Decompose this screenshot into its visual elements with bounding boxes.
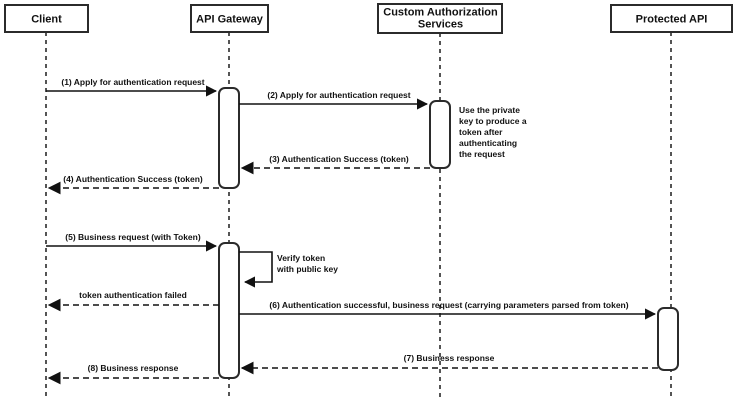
message-4-label: (4) Authentication Success (token) xyxy=(63,174,203,184)
note-private-key-line-1: Use the private xyxy=(459,105,520,115)
message-token-authentication-failed[interactable]: token authentication failed xyxy=(47,290,219,312)
activation-custom-authorization-services-1[interactable] xyxy=(429,100,451,169)
activations-group xyxy=(218,87,679,379)
participant-label-custom-authorization-services-line2: Services xyxy=(418,18,463,30)
participant-label-client: Client xyxy=(31,13,62,25)
participant-api-gateway[interactable]: API Gateway xyxy=(190,4,269,33)
note-private-key-line-3: token after xyxy=(459,127,503,137)
message-self-verify-token-label-line1: Verify token xyxy=(277,253,325,263)
note-private-key-line-5: the request xyxy=(459,149,505,159)
participant-box-custom-authorization-services[interactable] xyxy=(377,3,503,34)
message-1-label: (1) Apply for authentication request xyxy=(61,77,204,87)
message-8-business-response[interactable]: (8) Business response xyxy=(47,363,219,385)
message-2-apply-for-authentication-request[interactable]: (2) Apply for authentication request xyxy=(239,90,429,110)
message-token-authentication-failed-label: token authentication failed xyxy=(79,290,187,300)
message-self-verify-token-label-line2: with public key xyxy=(276,264,338,274)
activation-api-gateway-2[interactable] xyxy=(218,242,240,379)
note-private-key: Use the private key to produce a token a… xyxy=(459,105,527,159)
message-5-label: (5) Business request (with Token) xyxy=(65,232,201,242)
message-2-label: (2) Apply for authentication request xyxy=(267,90,410,100)
participant-protected-api[interactable]: Protected API xyxy=(610,4,733,33)
message-self-verify-token[interactable]: Verify token with public key xyxy=(239,251,338,288)
participant-label-api-gateway: API Gateway xyxy=(196,13,264,25)
message-3-authentication-success-token[interactable]: (3) Authentication Success (token) xyxy=(240,154,430,175)
message-7-business-response[interactable]: (7) Business response xyxy=(240,353,658,375)
note-private-key-line-2: key to produce a xyxy=(459,116,527,126)
message-4-authentication-success-token[interactable]: (4) Authentication Success (token) xyxy=(47,174,219,195)
activation-protected-api-1[interactable] xyxy=(657,307,679,371)
message-self-verify-token-arrow xyxy=(239,251,273,288)
participant-client[interactable]: Client xyxy=(4,4,89,33)
message-6-authentication-successful-business-request[interactable]: (6) Authentication successful, business … xyxy=(239,300,657,320)
message-5-business-request-with-token[interactable]: (5) Business request (with Token) xyxy=(46,232,218,252)
activation-api-gateway-1[interactable] xyxy=(218,87,240,189)
participant-label-protected-api: Protected API xyxy=(636,13,708,25)
participant-box-client[interactable] xyxy=(4,4,89,33)
message-7-label: (7) Business response xyxy=(404,353,495,363)
message-1-apply-for-authentication-request[interactable]: (1) Apply for authentication request xyxy=(46,77,218,97)
participant-box-api-gateway[interactable] xyxy=(190,4,269,33)
participant-custom-authorization-services[interactable]: Custom Authorization Services xyxy=(377,3,503,34)
message-8-label: (8) Business response xyxy=(88,363,179,373)
message-3-label: (3) Authentication Success (token) xyxy=(269,154,409,164)
message-6-label: (6) Authentication successful, business … xyxy=(269,300,628,310)
note-private-key-line-4: authenticating xyxy=(459,138,517,148)
participant-label-custom-authorization-services-line1: Custom Authorization xyxy=(383,6,498,18)
participant-box-protected-api[interactable] xyxy=(610,4,733,33)
